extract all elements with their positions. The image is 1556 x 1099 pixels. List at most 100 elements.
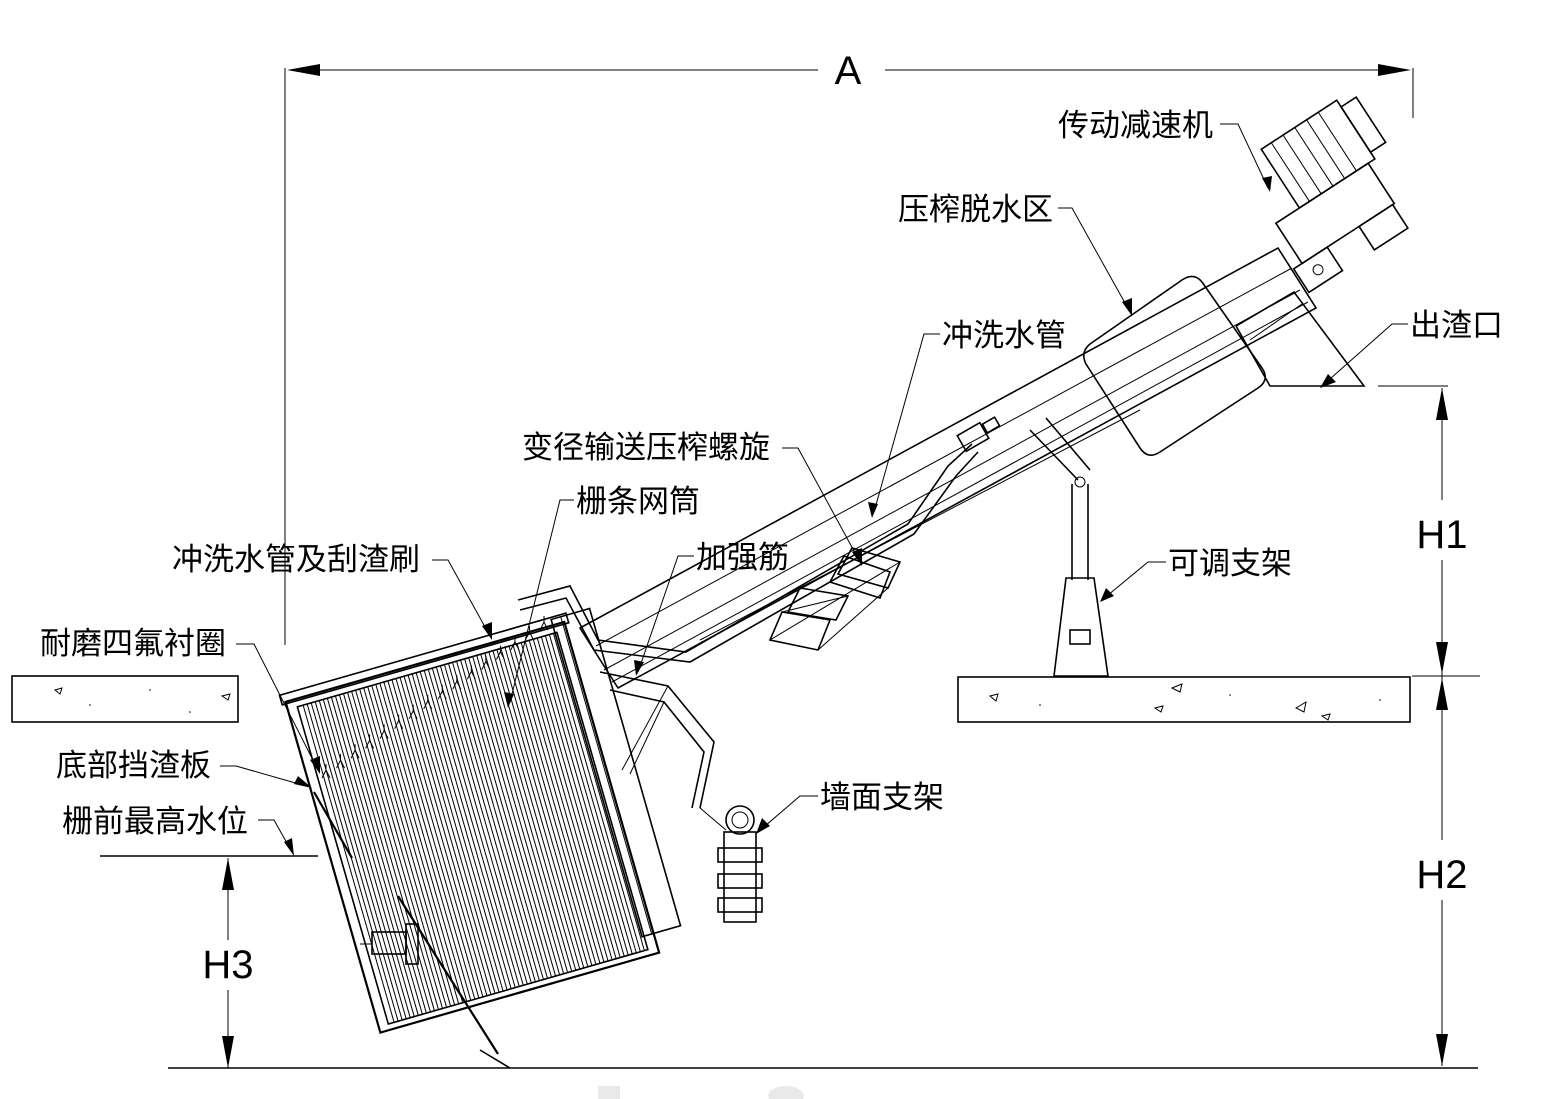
brush-tooth [423, 694, 433, 710]
labels: 传动减速机 压榨脱水区 出渣口 冲洗水管 变径输送压榨螺旋 栅条网筒 冲洗水管及… [40, 108, 1503, 840]
screen-bar [508, 645, 601, 964]
stiffener-rib [599, 671, 715, 809]
screen-bar [439, 665, 532, 984]
screen-bar [379, 683, 472, 1001]
screen-bar [351, 691, 444, 1009]
screen-bar [423, 670, 516, 988]
screen-bar [363, 687, 456, 1006]
screen-bar [431, 667, 524, 986]
label-press-dewater-zone: 压榨脱水区 [898, 192, 1053, 228]
screen-bar [314, 701, 407, 1020]
brush-tooth [481, 655, 491, 670]
dimension-h3-label: H3 [202, 943, 253, 987]
screen-bar [447, 663, 540, 981]
screen-bar [367, 686, 460, 1004]
screen-bar [302, 705, 395, 1023]
label-adjustable-bracket: 可调支架 [1168, 546, 1292, 582]
screw-flights [768, 547, 902, 651]
screen-bar [552, 633, 645, 951]
screen-bar [403, 676, 496, 994]
screen-bar [452, 662, 544, 980]
label-wall-bracket: 墙面支架 [820, 780, 944, 816]
brush-tooth [408, 704, 418, 720]
screen-bar [395, 678, 488, 996]
brush-tooth [336, 754, 345, 769]
adjustable-support-part [1029, 417, 1109, 677]
screen-bar [548, 634, 641, 952]
left-concrete-slab [11, 675, 239, 723]
screen-bar [500, 648, 593, 966]
watermark [598, 1086, 804, 1099]
wall-bracket-part [699, 805, 763, 923]
screen-bar [476, 655, 569, 973]
screen-bar [456, 661, 548, 979]
brush-tooth [539, 616, 549, 631]
screen-bar [415, 672, 508, 991]
screen-bar [516, 643, 609, 962]
brush-tooth [350, 744, 360, 759]
screen-bar [326, 698, 419, 1016]
screen-bar [460, 659, 553, 978]
screen-bar [484, 652, 577, 971]
dimension-h1-label: H1 [1416, 513, 1467, 557]
label-max-water-level: 栅前最高水位 [62, 804, 248, 840]
brush-tooth [452, 675, 462, 690]
brush-tooth [321, 764, 331, 779]
label-stiffener: 加强筋 [696, 540, 789, 576]
label-ptfe-liner: 耐磨四氟衬圈 [40, 626, 226, 662]
brush-tooth [495, 645, 505, 660]
screen-bar [343, 693, 435, 1011]
scraper-brush [321, 616, 549, 779]
conveyor-tube [578, 246, 1318, 690]
drain-flange [360, 923, 419, 965]
dimension-h2-label: H2 [1416, 853, 1467, 897]
screen-bar [334, 695, 427, 1014]
screen-bar [536, 637, 629, 956]
screen-bar [468, 657, 561, 976]
screen-bars [302, 633, 645, 1023]
screen-drum [278, 607, 682, 1034]
screen-bar [407, 674, 500, 993]
screen-bar [310, 702, 403, 1021]
dimension-a: A [284, 49, 1414, 645]
screen-bar [371, 685, 464, 1003]
screen-bar [532, 639, 625, 957]
screen-bar [427, 669, 520, 987]
leader-lines [220, 123, 1408, 856]
brush-tooth [525, 625, 534, 641]
screen-bar [411, 673, 504, 992]
label-drive-reducer: 传动减速机 [1058, 108, 1213, 144]
brush-tooth [466, 665, 476, 680]
screen-bar [504, 647, 597, 965]
right-concrete-slab [957, 676, 1411, 723]
screen-bar [318, 700, 411, 1018]
dimension-a-label: A [835, 49, 862, 93]
screen-bar [347, 692, 439, 1010]
brush-tooth [394, 714, 404, 729]
flush-pipe [517, 416, 1001, 663]
brush-tooth [437, 685, 447, 700]
screen-bar [375, 684, 468, 1002]
screen-bar [524, 641, 617, 959]
screen-bar [496, 649, 589, 967]
screen-bar [528, 640, 621, 958]
bottom-baffle [313, 791, 511, 1069]
label-grid-screen-drum: 栅条网筒 [576, 484, 700, 520]
dimension-h3: H3 [202, 858, 254, 1068]
label-slag-outlet: 出渣口 [1410, 308, 1503, 344]
drive-motor [1260, 96, 1409, 294]
screen-bar [512, 644, 605, 963]
dimension-h1-h2: H1 H2 [1378, 385, 1480, 1066]
screen-bar [443, 664, 536, 982]
screen-bar [419, 671, 512, 989]
screen-bar [330, 696, 423, 1015]
brush-tooth [365, 734, 375, 749]
screen-bar [322, 699, 415, 1017]
label-variable-screw: 变径输送压榨螺旋 [522, 430, 770, 466]
screen-bar [391, 679, 484, 998]
screen-bar [472, 656, 565, 974]
screen-bar [480, 654, 573, 972]
slag-outlet [1235, 290, 1366, 387]
screen-bar [464, 658, 557, 977]
screen-bar [544, 635, 637, 954]
